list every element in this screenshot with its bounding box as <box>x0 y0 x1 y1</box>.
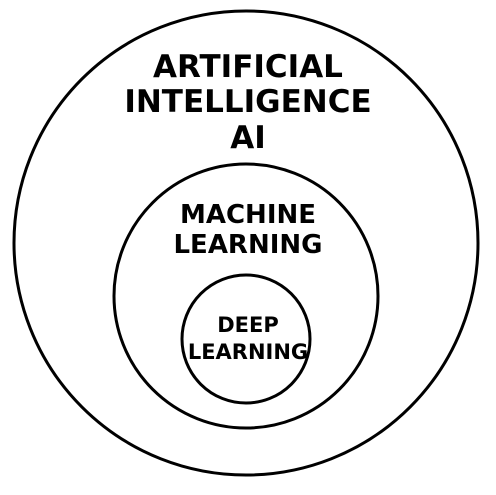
outer-label: ARTIFICIAL INTELLIGENCE AI <box>124 49 371 156</box>
inner-circle-group <box>180 273 312 405</box>
outer-label-line-3: AI <box>230 120 266 156</box>
outer-label-line-2: INTELLIGENCE <box>124 84 371 120</box>
inner-label-line-1: DEEP <box>217 313 279 337</box>
inner-label-line-2: LEARNING <box>188 340 308 364</box>
middle-label-line-1: MACHINE <box>180 200 316 230</box>
middle-label-line-2: LEARNING <box>173 230 322 260</box>
outer-label-line-1: ARTIFICIAL <box>153 49 343 85</box>
middle-label: MACHINE LEARNING <box>173 200 322 260</box>
inner-label: DEEP LEARNING <box>188 313 308 364</box>
inner-circle <box>180 273 312 405</box>
